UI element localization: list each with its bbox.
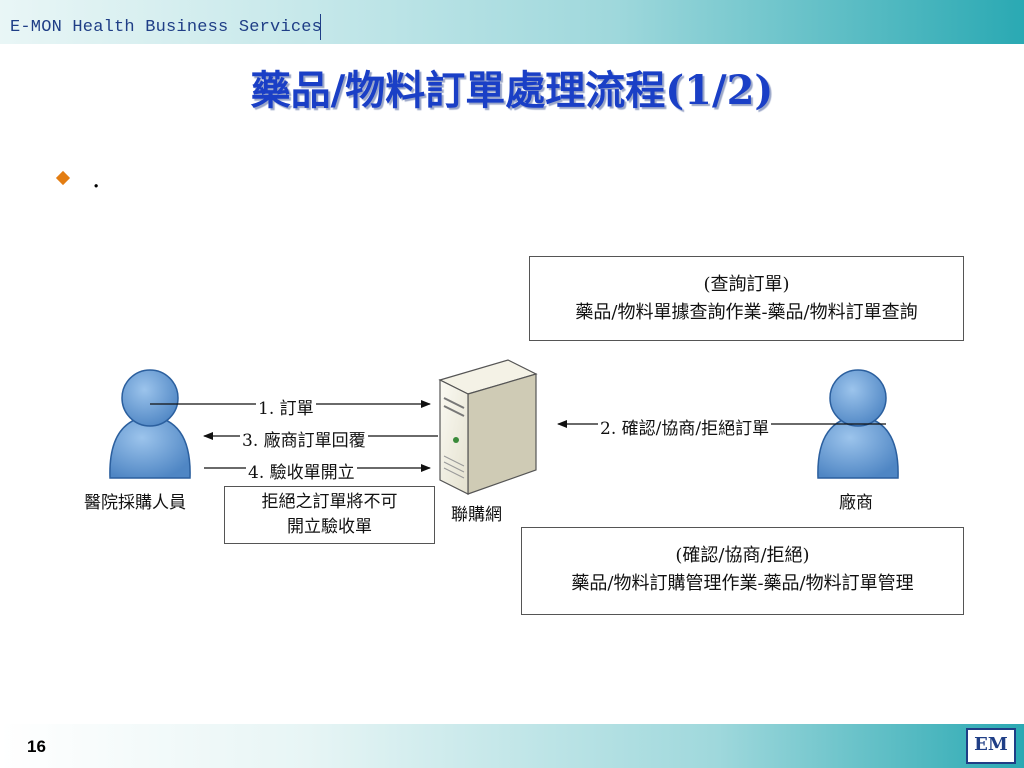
vendor-person-icon [817, 369, 899, 479]
vendor-label: 廠商 [839, 493, 873, 513]
logo-text: EM [974, 734, 1008, 755]
confirm-box-line2: 藥品/物料訂購管理作業-藥品/物料訂單管理 [571, 573, 914, 594]
query-box-line1: (查詢訂單) [703, 274, 790, 295]
bottom-banner [0, 724, 1024, 768]
arrow-1-label: 1. 訂單 [256, 394, 316, 419]
top-banner: E-MON Health Business Services [0, 0, 1024, 44]
arrow-4-label: 4. 驗收單開立 [246, 458, 357, 483]
bullet-text: . [92, 164, 101, 194]
page-number: 16 [27, 737, 46, 756]
reject-note-box: 拒絕之訂單將不可 開立驗收單 [224, 486, 435, 544]
query-order-box: (查詢訂單) 藥品/物料單據查詢作業-藥品/物料訂單查詢 [529, 256, 964, 341]
confirm-order-box: (確認/協商/拒絕) 藥品/物料訂購管理作業-藥品/物料訂單管理 [521, 527, 964, 615]
confirm-box-line1: (確認/協商/拒絕) [675, 545, 810, 566]
arrow-2-label: 2. 確認/協商/拒絕訂單 [598, 414, 772, 439]
header-company-name: E-MON Health Business Services [10, 18, 323, 37]
query-box-line2: 藥品/物料單據查詢作業-藥品/物料訂單查詢 [575, 302, 918, 323]
reject-box-line2: 開立驗收單 [287, 517, 372, 537]
server-icon [438, 359, 538, 495]
hospital-label: 醫院採購人員 [84, 493, 186, 513]
header-separator [320, 14, 321, 40]
em-logo: EM [966, 728, 1016, 764]
server-label: 聯購網 [451, 505, 502, 525]
arrow-3-label: 3. 廠商訂單回覆 [240, 426, 368, 451]
reject-box-line1: 拒絕之訂單將不可 [261, 492, 398, 512]
slide-title: 藥品/物料訂單處理流程(1/2) [250, 67, 774, 114]
hospital-person-icon [109, 369, 191, 479]
